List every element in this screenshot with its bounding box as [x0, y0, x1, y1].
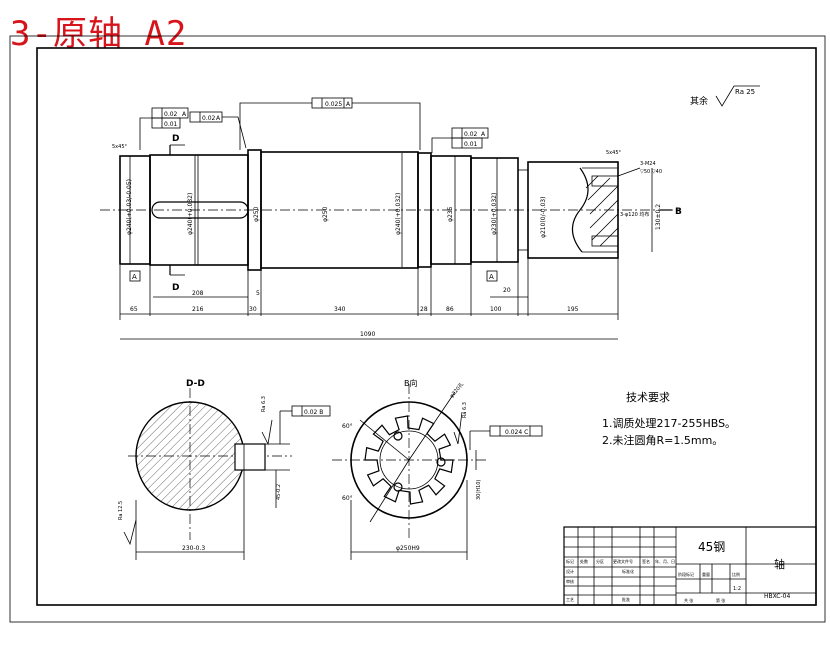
dd-dia-label: 230-0.3 [182, 545, 205, 552]
gdt-right: 0.02 A 0.01 [431, 127, 489, 153]
roughness-other-label: 其余 [690, 95, 708, 107]
tb-label-approve: 批准 [622, 596, 630, 602]
section-dd-title: D-D [186, 379, 205, 389]
tb-label-standard: 标准化 [622, 568, 634, 574]
dd-key-depth: 45-0.2 [276, 484, 282, 500]
tb-label-design: 设计 [566, 568, 574, 574]
datum-a-right: A [489, 273, 494, 281]
tb-label-scale: 比例 [732, 571, 740, 577]
tb-label-weight: 重量 [702, 571, 710, 577]
view-b: B向 φ220孔 60° 60° Ra 6.3 0.024 C 30(H10) … [332, 378, 543, 560]
hole-circle: 3-φ120 均布 [620, 211, 649, 218]
view-b-slot-width: 30(H10) [476, 480, 482, 500]
general-roughness-note: 其余 Ra 25 [690, 85, 760, 107]
tb-label-stage: 阶段标记 [678, 571, 694, 577]
dim-20: 20 [503, 287, 511, 294]
right-dim: 130±0.2 [655, 204, 662, 230]
view-b-marker: B [675, 207, 682, 217]
tb-label-mark: 标记 [566, 558, 574, 564]
view-b-title: B向 [404, 378, 418, 388]
svg-text:0.02: 0.02 [202, 115, 216, 122]
tb-label-sheet: 第 张 [716, 597, 725, 603]
svg-text:A: A [346, 101, 351, 108]
datum-a-left: A [132, 273, 137, 281]
view-b-roughness: Ra 6.3 [462, 402, 468, 418]
title-block: 标记 处数 分区 更改文件号 签名 年、月、日 设计 标准化 审核 工艺 批准 … [563, 526, 817, 606]
dia-label-5: φ240(+0.032) [395, 193, 402, 235]
svg-text:0.025: 0.025 [325, 101, 342, 108]
len-30: 30 [249, 306, 257, 313]
tb-label-zone: 分区 [596, 558, 604, 564]
dd-roughness-a: Ra 6.3 [261, 396, 267, 412]
svg-text:0.01: 0.01 [464, 141, 478, 148]
dd-roughness-b: Ra 12.5 [118, 501, 124, 520]
dd-sym-tol: 0.02 B [304, 409, 323, 416]
len-216: 216 [192, 306, 204, 313]
len-86: 86 [446, 306, 454, 313]
tb-label-review: 审核 [566, 578, 574, 584]
hole-note: 3-M24 [640, 161, 656, 167]
shaft-main-view: D D B φ240(+0.03/-0.05) φ240(+0.032) φ25… [100, 97, 682, 340]
tb-label-sheets: 共 张 [684, 597, 693, 603]
dia-label-1: φ240(+0.03/-0.05) [126, 179, 133, 235]
dim-208: 208 [192, 290, 204, 297]
svg-text:0.01: 0.01 [164, 121, 178, 128]
dia-label-4: φ250 [322, 206, 329, 222]
svg-text:A: A [216, 115, 221, 122]
roughness-other-value: Ra 25 [735, 88, 755, 96]
len-65: 65 [130, 306, 138, 313]
tb-label-date: 年、月、日 [655, 558, 675, 564]
view-b-angle-left: 60° [342, 423, 353, 430]
tb-label-process: 工艺 [566, 597, 574, 602]
svg-text:0.02: 0.02 [464, 131, 478, 138]
len-340: 340 [334, 306, 346, 313]
tb-material: 45钢 [698, 540, 725, 554]
hole-depth: ▽50 ▽40 [640, 169, 662, 175]
len-28: 28 [420, 306, 428, 313]
svg-text:0.02: 0.02 [164, 111, 178, 118]
tech-line-2: 2.未注圆角R=1.5mm。 [602, 433, 723, 447]
section-marker-d-top: D [172, 134, 179, 144]
tech-heading: 技术要求 [626, 391, 670, 404]
inner-border [36, 47, 817, 606]
view-b-angle-bottom: 60° [342, 495, 353, 502]
len-195: 195 [567, 306, 579, 313]
len-100: 100 [490, 306, 502, 313]
outer-border [9, 35, 826, 623]
view-b-dia-label: φ250H9 [396, 545, 420, 552]
chamfer-right: 5x45° [606, 150, 622, 156]
svg-text:A: A [481, 131, 486, 138]
dim-5: 5 [256, 290, 260, 297]
tech-line-1: 1.调质处理217-255HBS。 [602, 417, 736, 430]
tb-label-sign: 签名 [642, 558, 650, 564]
tb-drawing-no: HBXC-04 [764, 593, 790, 600]
svg-text:A: A [182, 111, 187, 118]
section-marker-d-bottom: D [172, 283, 179, 293]
view-b-sym-tol: 0.024 C [505, 429, 528, 436]
chamfer-left: 5x45° [112, 144, 128, 150]
dia-label-2: φ240(+0.032) [187, 193, 194, 235]
technical-requirements: 技术要求 1.调质处理217-255HBS。 2.未注圆角R=1.5mm。 [602, 391, 736, 447]
dia-label-7: φ230(+0.032) [491, 193, 498, 235]
tb-scale: 1:2 [733, 586, 741, 592]
tb-part-name: 轴 [774, 557, 785, 571]
tb-label-change: 更改文件号 [613, 558, 633, 564]
dia-label-6: φ235 [447, 206, 454, 222]
total-length: 1090 [360, 331, 375, 338]
section-dd-view: D-D Ra 6.3 0.02 B 45-0.2 Ra 12.5 230-0.3 [118, 379, 331, 560]
dia-label-3: φ250 [253, 206, 260, 222]
tb-label-count: 处数 [580, 558, 588, 564]
view-b-angle-top: φ220孔 [448, 381, 465, 399]
gdt-left: 0.02 A 0.01 0.02 A [139, 107, 247, 150]
gdt-top: 0.025 A [239, 97, 421, 150]
dia-label-8: φ210(0/-0.03) [540, 197, 547, 238]
